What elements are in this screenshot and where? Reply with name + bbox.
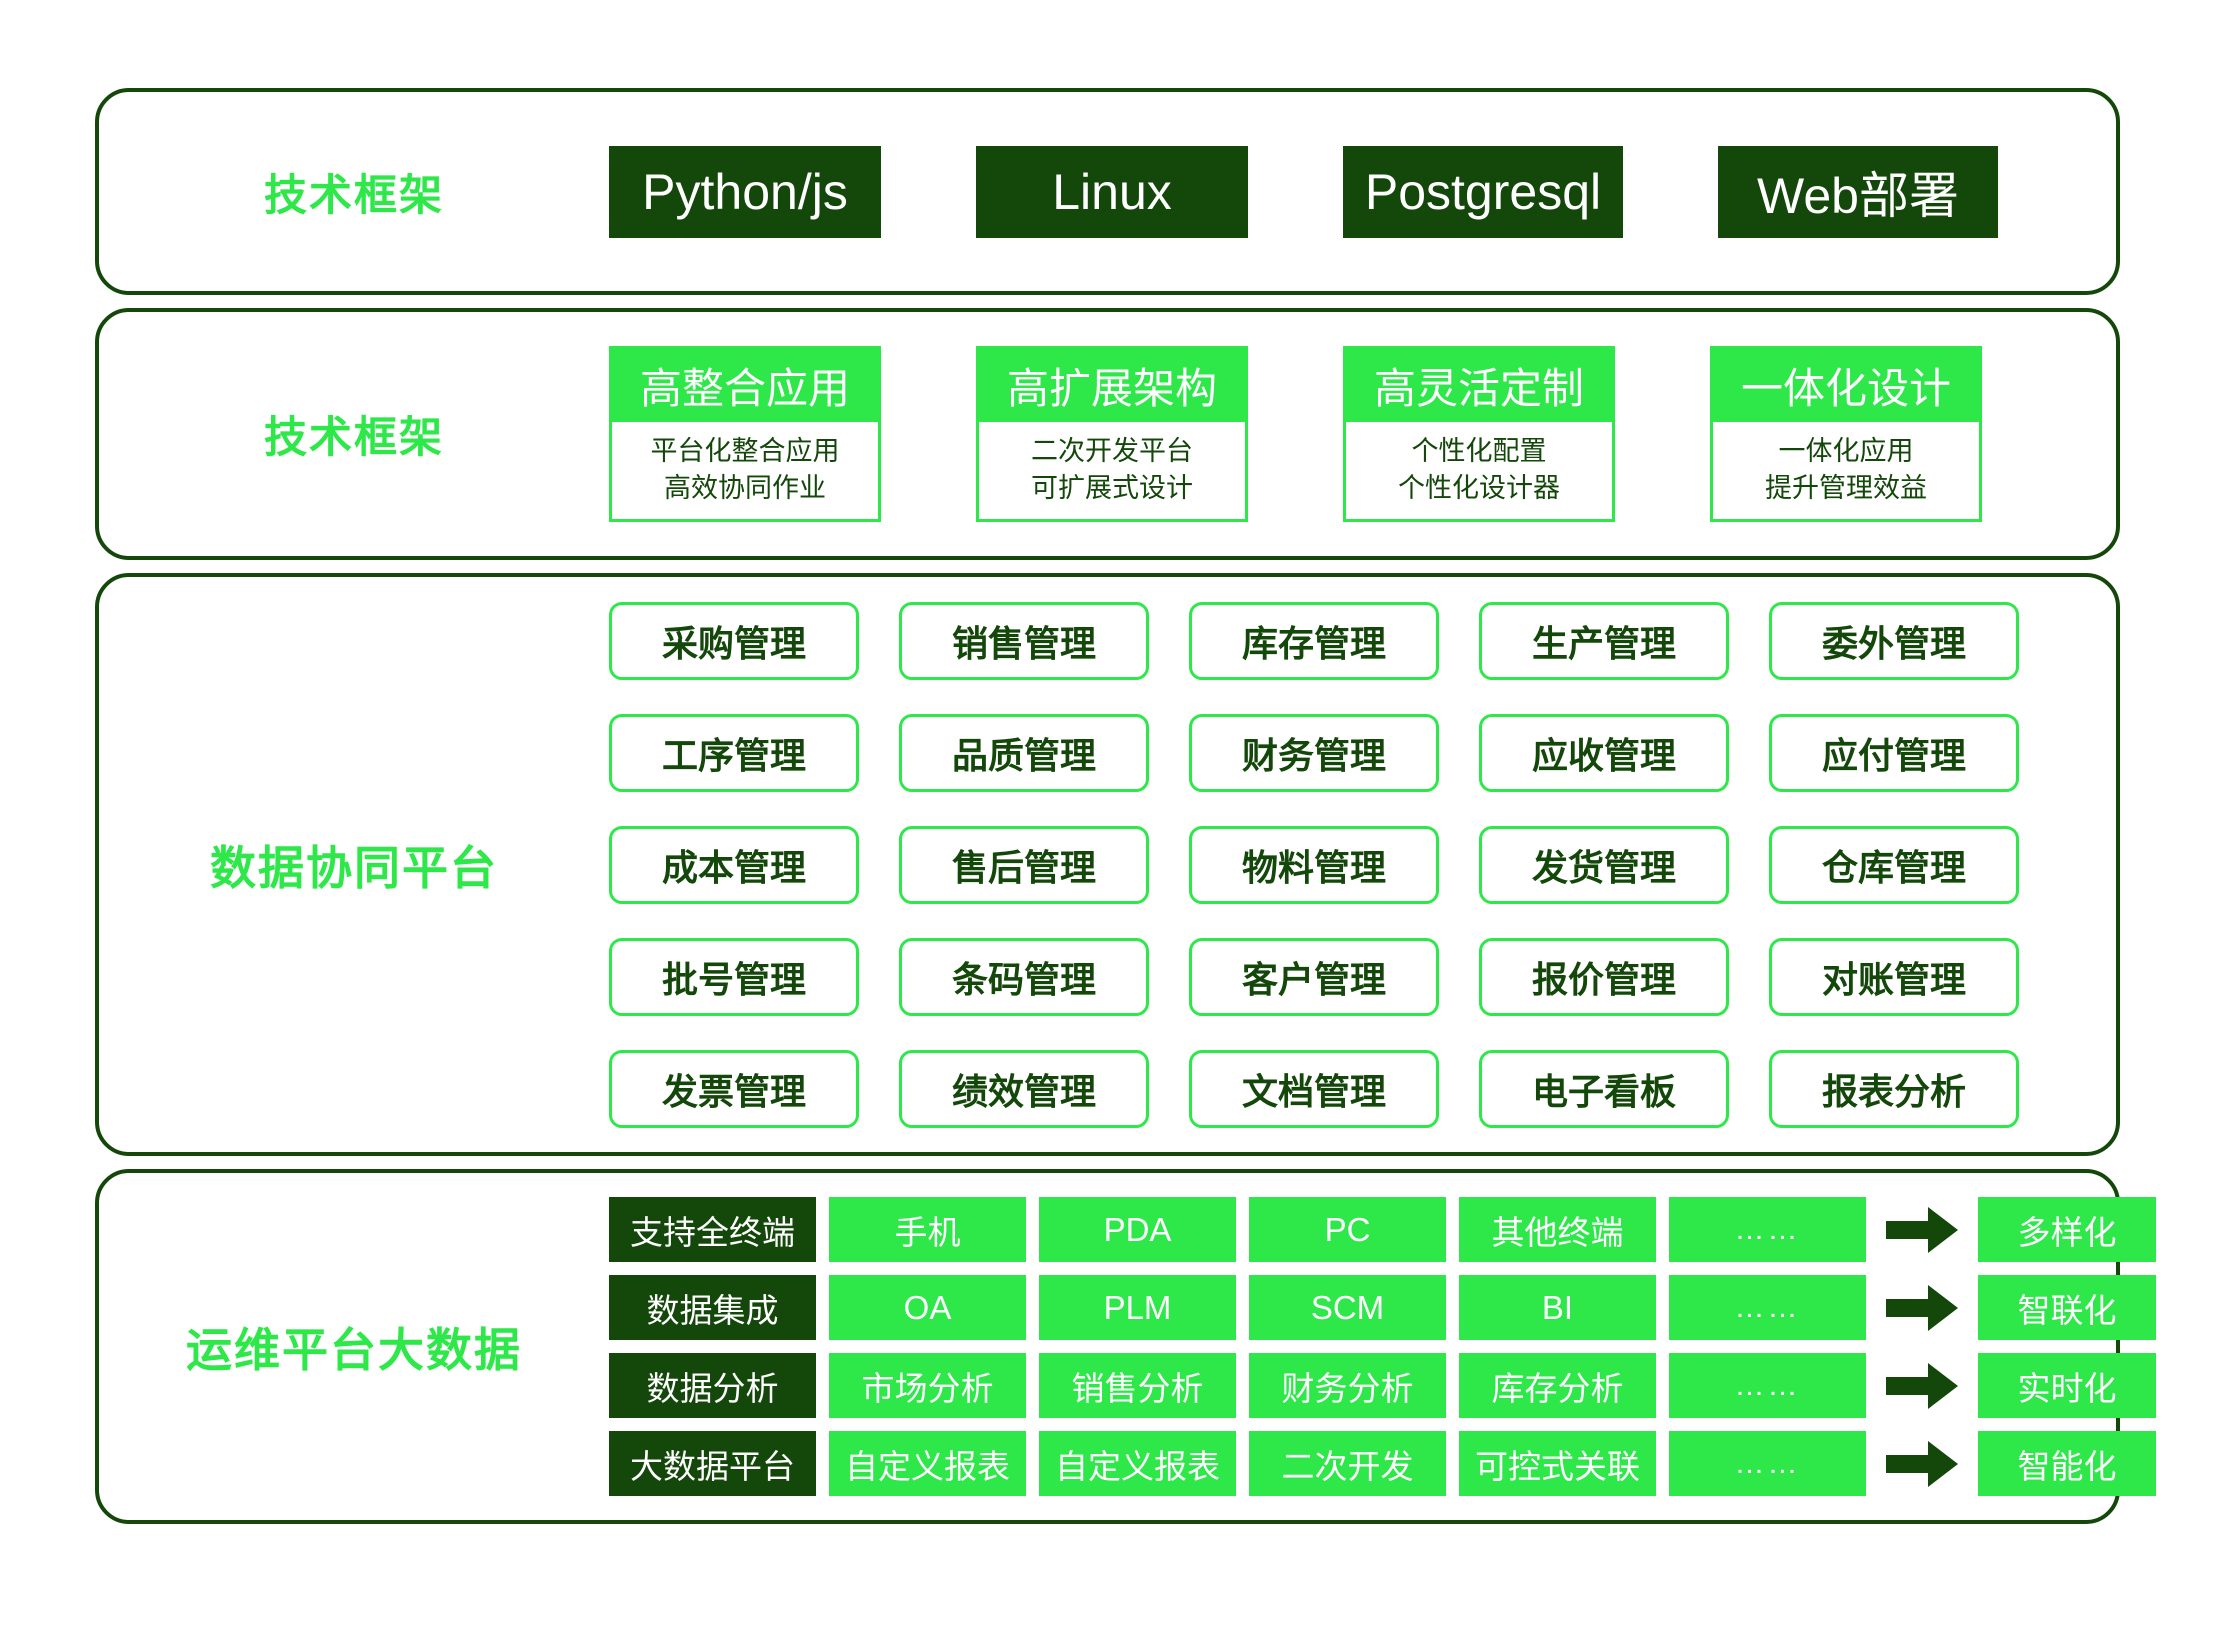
arrow-right-icon bbox=[1879, 1431, 1965, 1496]
module-pill[interactable]: 客户管理 bbox=[1189, 937, 1439, 1016]
matrix-cell-ellipsis[interactable]: …… bbox=[1669, 1431, 1866, 1496]
feature-panel-label: 技术框架 bbox=[264, 414, 444, 462]
module-grid-panel: 数据协同平台 采购管理 销售管理 库存管理 生产管理 委外管理 工序管理 品质管… bbox=[95, 573, 2120, 1156]
module-pill[interactable]: 销售管理 bbox=[899, 601, 1149, 680]
module-pill[interactable]: 文档管理 bbox=[1189, 1049, 1439, 1128]
matrix-outcome[interactable]: 多样化 bbox=[1978, 1197, 2156, 1262]
module-pill[interactable]: 售后管理 bbox=[899, 825, 1149, 904]
module-pill[interactable]: 报表分析 bbox=[1769, 1049, 2019, 1128]
matrix-cell[interactable]: 可控式关联 bbox=[1459, 1431, 1656, 1496]
matrix-outcome[interactable]: 实时化 bbox=[1978, 1353, 2156, 1418]
arrow-right-icon bbox=[1879, 1353, 1965, 1418]
module-pill[interactable]: 报价管理 bbox=[1479, 937, 1729, 1016]
matrix-row-head[interactable]: 大数据平台 bbox=[609, 1431, 816, 1496]
feature-card-customization[interactable]: 高灵活定制 个性化配置 个性化设计器 bbox=[1343, 346, 1615, 522]
bigdata-matrix: 支持全终端 手机 PDA PC 其他终端 …… 多样化 数据集成 OA PLM … bbox=[609, 1197, 2215, 1496]
matrix-cell[interactable]: 销售分析 bbox=[1039, 1353, 1236, 1418]
matrix-cell[interactable]: PC bbox=[1249, 1197, 1446, 1262]
matrix-row-head[interactable]: 支持全终端 bbox=[609, 1197, 816, 1262]
module-grid-label: 数据协同平台 bbox=[210, 841, 498, 894]
module-pill[interactable]: 品质管理 bbox=[899, 713, 1149, 792]
matrix-row: 数据分析 市场分析 销售分析 财务分析 库存分析 …… 实时化 bbox=[609, 1353, 2156, 1418]
module-pill[interactable]: 条码管理 bbox=[899, 937, 1149, 1016]
module-pill[interactable]: 物料管理 bbox=[1189, 825, 1439, 904]
tech-chip-row: Python/js Linux Postgresql Web部署 bbox=[609, 145, 2116, 238]
matrix-cell-ellipsis[interactable]: …… bbox=[1669, 1197, 1866, 1262]
feature-card-body: 平台化整合应用 高效协同作业 bbox=[612, 422, 878, 519]
matrix-row-head[interactable]: 数据分析 bbox=[609, 1353, 816, 1418]
feature-card-body: 二次开发平台 可扩展式设计 bbox=[979, 422, 1245, 519]
matrix-cell[interactable]: 自定义报表 bbox=[829, 1431, 1026, 1496]
feature-card-title: 高灵活定制 bbox=[1346, 349, 1612, 423]
matrix-row: 大数据平台 自定义报表 自定义报表 二次开发 可控式关联 …… 智能化 bbox=[609, 1431, 2156, 1496]
matrix-row: 支持全终端 手机 PDA PC 其他终端 …… 多样化 bbox=[609, 1197, 2156, 1262]
matrix-cell[interactable]: 其他终端 bbox=[1459, 1197, 1656, 1262]
module-pill[interactable]: 应收管理 bbox=[1479, 713, 1729, 792]
matrix-cell-ellipsis[interactable]: …… bbox=[1669, 1353, 1866, 1418]
matrix-cell[interactable]: 市场分析 bbox=[829, 1353, 1026, 1418]
matrix-cell-ellipsis[interactable]: …… bbox=[1669, 1275, 1866, 1340]
feature-card-unified-design[interactable]: 一体化设计 一体化应用 提升管理效益 bbox=[1710, 346, 1982, 522]
module-pill[interactable]: 财务管理 bbox=[1189, 713, 1439, 792]
feature-panel: 技术框架 高整合应用 平台化整合应用 高效协同作业 高扩展架构 二次开发平台 可… bbox=[95, 308, 2120, 560]
module-pill[interactable]: 库存管理 bbox=[1189, 601, 1439, 680]
arrow-right-icon bbox=[1879, 1275, 1965, 1340]
tech-stack-label: 技术框架 bbox=[264, 171, 444, 220]
feature-card-body: 个性化配置 个性化设计器 bbox=[1346, 422, 1612, 519]
tech-chip-python[interactable]: Python/js bbox=[609, 145, 881, 238]
matrix-cell[interactable]: 库存分析 bbox=[1459, 1353, 1656, 1418]
matrix-cell[interactable]: PDA bbox=[1039, 1197, 1236, 1262]
module-pill[interactable]: 对账管理 bbox=[1769, 937, 2019, 1016]
matrix-row: 数据集成 OA PLM SCM BI …… 智联化 bbox=[609, 1275, 2156, 1340]
module-pill[interactable]: 发货管理 bbox=[1479, 825, 1729, 904]
tech-chip-linux[interactable]: Linux bbox=[976, 145, 1248, 238]
feature-card-title: 一体化设计 bbox=[1713, 349, 1979, 423]
feature-card-body: 一体化应用 提升管理效益 bbox=[1713, 422, 1979, 519]
module-pill[interactable]: 委外管理 bbox=[1769, 601, 2019, 680]
matrix-cell[interactable]: 二次开发 bbox=[1249, 1431, 1446, 1496]
module-pill[interactable]: 仓库管理 bbox=[1769, 825, 2019, 904]
matrix-cell[interactable]: 财务分析 bbox=[1249, 1353, 1446, 1418]
tech-chip-postgresql[interactable]: Postgresql bbox=[1343, 145, 1623, 238]
tech-stack-panel: 技术框架 Python/js Linux Postgresql Web部署 bbox=[95, 88, 2120, 295]
module-pill[interactable]: 工序管理 bbox=[609, 713, 859, 792]
module-pill[interactable]: 绩效管理 bbox=[899, 1049, 1149, 1128]
feature-card-extensibility[interactable]: 高扩展架构 二次开发平台 可扩展式设计 bbox=[976, 346, 1248, 522]
matrix-cell[interactable]: BI bbox=[1459, 1275, 1656, 1340]
module-pill[interactable]: 生产管理 bbox=[1479, 601, 1729, 680]
feature-card-integration[interactable]: 高整合应用 平台化整合应用 高效协同作业 bbox=[609, 346, 881, 522]
module-pill[interactable]: 电子看板 bbox=[1479, 1049, 1729, 1128]
matrix-outcome[interactable]: 智联化 bbox=[1978, 1275, 2156, 1340]
module-pill[interactable]: 采购管理 bbox=[609, 601, 859, 680]
module-pill[interactable]: 成本管理 bbox=[609, 825, 859, 904]
module-pill[interactable]: 批号管理 bbox=[609, 937, 859, 1016]
module-pill[interactable]: 发票管理 bbox=[609, 1049, 859, 1128]
bigdata-matrix-label: 运维平台大数据 bbox=[186, 1323, 522, 1376]
bigdata-matrix-panel: 运维平台大数据 支持全终端 手机 PDA PC 其他终端 …… 多样化 数据集成 bbox=[95, 1169, 2156, 1524]
matrix-cell[interactable]: OA bbox=[829, 1275, 1026, 1340]
feature-card-row: 高整合应用 平台化整合应用 高效协同作业 高扩展架构 二次开发平台 可扩展式设计… bbox=[609, 346, 2116, 522]
matrix-cell[interactable]: PLM bbox=[1039, 1275, 1236, 1340]
module-pill[interactable]: 应付管理 bbox=[1769, 713, 2019, 792]
matrix-outcome[interactable]: 智能化 bbox=[1978, 1431, 2156, 1496]
matrix-cell[interactable]: SCM bbox=[1249, 1275, 1446, 1340]
tech-chip-web-deploy[interactable]: Web部署 bbox=[1718, 145, 1998, 238]
arrow-right-icon bbox=[1879, 1197, 1965, 1262]
feature-card-title: 高扩展架构 bbox=[979, 349, 1245, 423]
feature-card-title: 高整合应用 bbox=[612, 349, 878, 423]
module-grid: 采购管理 销售管理 库存管理 生产管理 委外管理 工序管理 品质管理 财务管理 … bbox=[609, 601, 2116, 1128]
matrix-cell[interactable]: 手机 bbox=[829, 1197, 1026, 1262]
matrix-row-head[interactable]: 数据集成 bbox=[609, 1275, 816, 1340]
matrix-cell[interactable]: 自定义报表 bbox=[1039, 1431, 1236, 1496]
